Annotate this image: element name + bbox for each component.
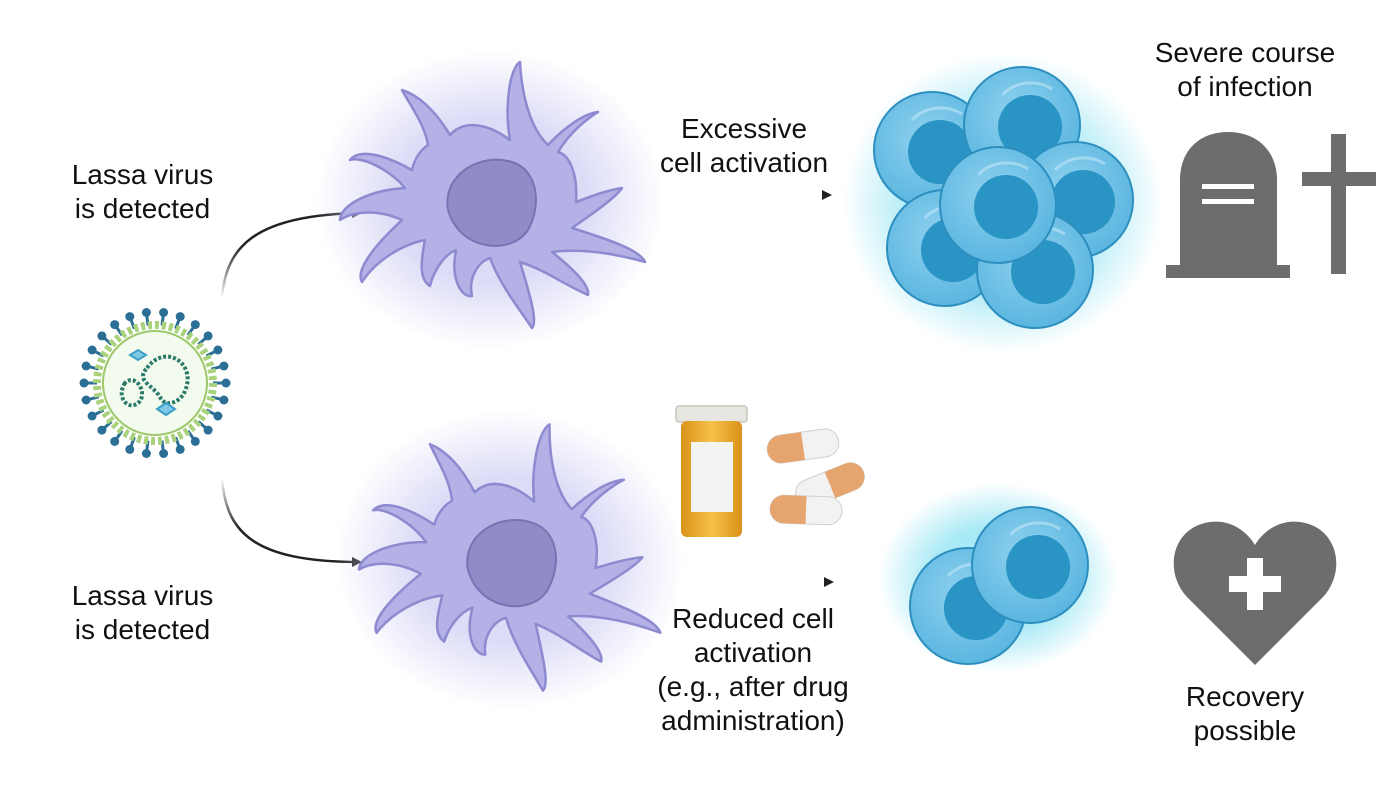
virus-spike-head bbox=[219, 361, 229, 371]
virus-spike bbox=[210, 365, 222, 371]
virus-spike bbox=[94, 350, 105, 358]
virus-spike-head bbox=[175, 312, 185, 322]
virus-spike-head bbox=[81, 361, 91, 371]
virus-spike-head bbox=[159, 449, 169, 458]
virus-spike-head bbox=[190, 436, 200, 446]
virus-spike bbox=[174, 436, 181, 448]
virus-spike bbox=[88, 395, 100, 401]
virus-spike-head bbox=[79, 378, 89, 388]
virus-spike bbox=[205, 350, 216, 358]
virus-spike-head bbox=[203, 331, 213, 341]
virus-spike-head bbox=[125, 312, 135, 322]
t-cell-cluster-icon bbox=[843, 53, 1163, 353]
label-bottom-detect: Lassa virus is detected bbox=[71, 580, 214, 645]
virus-spike-head bbox=[110, 436, 120, 446]
tombstone-cross-icon bbox=[1166, 132, 1376, 278]
virus-spike bbox=[160, 315, 165, 326]
heart-plus-icon bbox=[1173, 521, 1337, 665]
virus-spike bbox=[115, 326, 124, 337]
virus-spike bbox=[186, 326, 195, 337]
label-top-detect: Lassa virus is detected bbox=[71, 159, 214, 224]
virus-spike bbox=[129, 318, 136, 330]
dendritic-cell-top-icon bbox=[313, 48, 667, 352]
virus-spike-head bbox=[87, 345, 97, 355]
virus-spike bbox=[88, 365, 100, 371]
label-reduced-activation: Reduced cell activation (e.g., after dru… bbox=[657, 603, 849, 736]
t-cell-pair-icon bbox=[878, 483, 1118, 673]
virus-spike bbox=[186, 429, 195, 440]
virus-spike bbox=[94, 408, 105, 416]
virus-spike-head bbox=[81, 395, 91, 405]
virus-spike-head bbox=[219, 395, 229, 405]
virus-spike-head bbox=[87, 411, 97, 421]
virus-spike-head bbox=[141, 449, 151, 458]
virus-spike-head bbox=[97, 425, 107, 435]
virus-spike-head bbox=[110, 320, 120, 330]
virus-spike-head bbox=[221, 378, 231, 388]
virus-spike bbox=[160, 440, 165, 451]
label-excessive-activation: Excessive cell activation bbox=[659, 113, 829, 178]
virus-spike bbox=[145, 315, 150, 326]
virus-spike-head bbox=[175, 444, 185, 454]
virus-spike bbox=[103, 336, 113, 346]
virus-spike-head bbox=[190, 320, 200, 330]
virus-spike bbox=[197, 336, 207, 346]
virus-spike bbox=[103, 420, 113, 430]
curved-arrow-bottom bbox=[220, 477, 362, 567]
lassa-virus-icon bbox=[79, 308, 231, 458]
virus-spike-head bbox=[125, 444, 135, 454]
label-severe-course: Severe course of infection bbox=[1154, 37, 1336, 102]
label-recovery-possible: Recovery possible bbox=[1185, 681, 1305, 746]
virus-spike bbox=[174, 318, 181, 330]
virus-spike-head bbox=[141, 308, 151, 317]
pill-bottle-capsules-icon bbox=[675, 405, 865, 537]
virus-spike-head bbox=[97, 331, 107, 341]
virus-spike-head bbox=[213, 411, 223, 421]
virus-spike bbox=[115, 429, 124, 440]
virus-spike-head bbox=[213, 345, 223, 355]
virus-spike-head bbox=[203, 425, 213, 435]
virus-spike-head bbox=[159, 308, 169, 317]
